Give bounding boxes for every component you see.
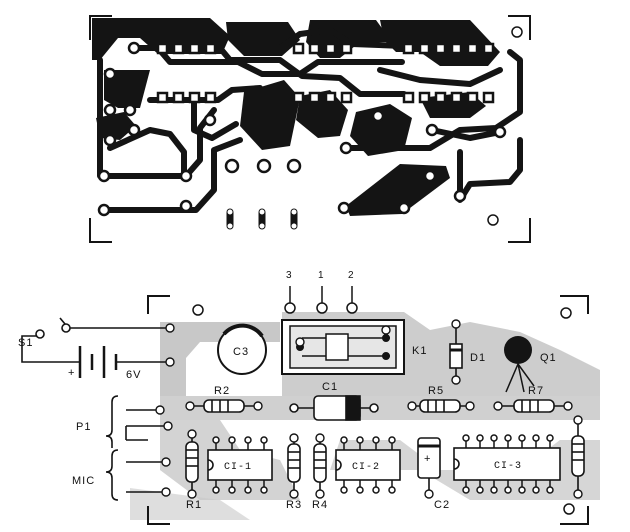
label-r4: R4 (312, 499, 328, 511)
solder-points (155, 319, 583, 499)
resistors-horizontal (190, 399, 568, 413)
label-terminal-1: 1 (318, 270, 325, 281)
label-ci1: CI-1 (224, 462, 252, 473)
label-battery-plus: + (68, 367, 75, 379)
label-k1: K1 (412, 345, 427, 357)
label-r1: R1 (186, 499, 202, 511)
copper-traces (97, 27, 523, 213)
copper-layout (89, 15, 531, 243)
label-s1: S1 (18, 337, 33, 349)
capacitor-c2 (417, 437, 441, 494)
component-labels: 3 1 2 S1 + 6V C3 K1 D1 Q1 R2 C1 R5 R7 P1… (18, 270, 557, 511)
label-c3: C3 (233, 346, 249, 358)
capacitor-c1 (289, 395, 379, 421)
label-ci2: CI-2 (352, 462, 380, 473)
label-terminal-2: 2 (348, 270, 355, 281)
ic-packages (207, 447, 561, 481)
label-p1: P1 (76, 421, 91, 433)
label-mic: MIC (72, 475, 95, 487)
label-r5: R5 (428, 385, 444, 397)
label-battery-voltage: 6V (126, 369, 141, 381)
label-c1: C1 (322, 381, 338, 393)
p1-mic-wiring (105, 395, 168, 501)
terminal-posts (284, 286, 358, 314)
label-r7: R7 (528, 385, 544, 397)
copper-pads (97, 41, 507, 217)
transistor-q1 (504, 336, 535, 393)
label-r2: R2 (214, 385, 230, 397)
resistors-vertical (185, 420, 585, 494)
capacitor-c3 (217, 323, 267, 375)
label-terminal-3: 3 (286, 270, 293, 281)
battery-circuit (21, 317, 170, 378)
component-layout (21, 286, 600, 525)
label-c2: C2 (434, 499, 450, 511)
ic-pins (212, 434, 554, 494)
label-ci3: CI-3 (494, 461, 522, 472)
label-q1: Q1 (540, 352, 557, 364)
label-c2-plus: + (424, 453, 431, 465)
label-d1: D1 (470, 352, 486, 364)
label-r3: R3 (286, 499, 302, 511)
